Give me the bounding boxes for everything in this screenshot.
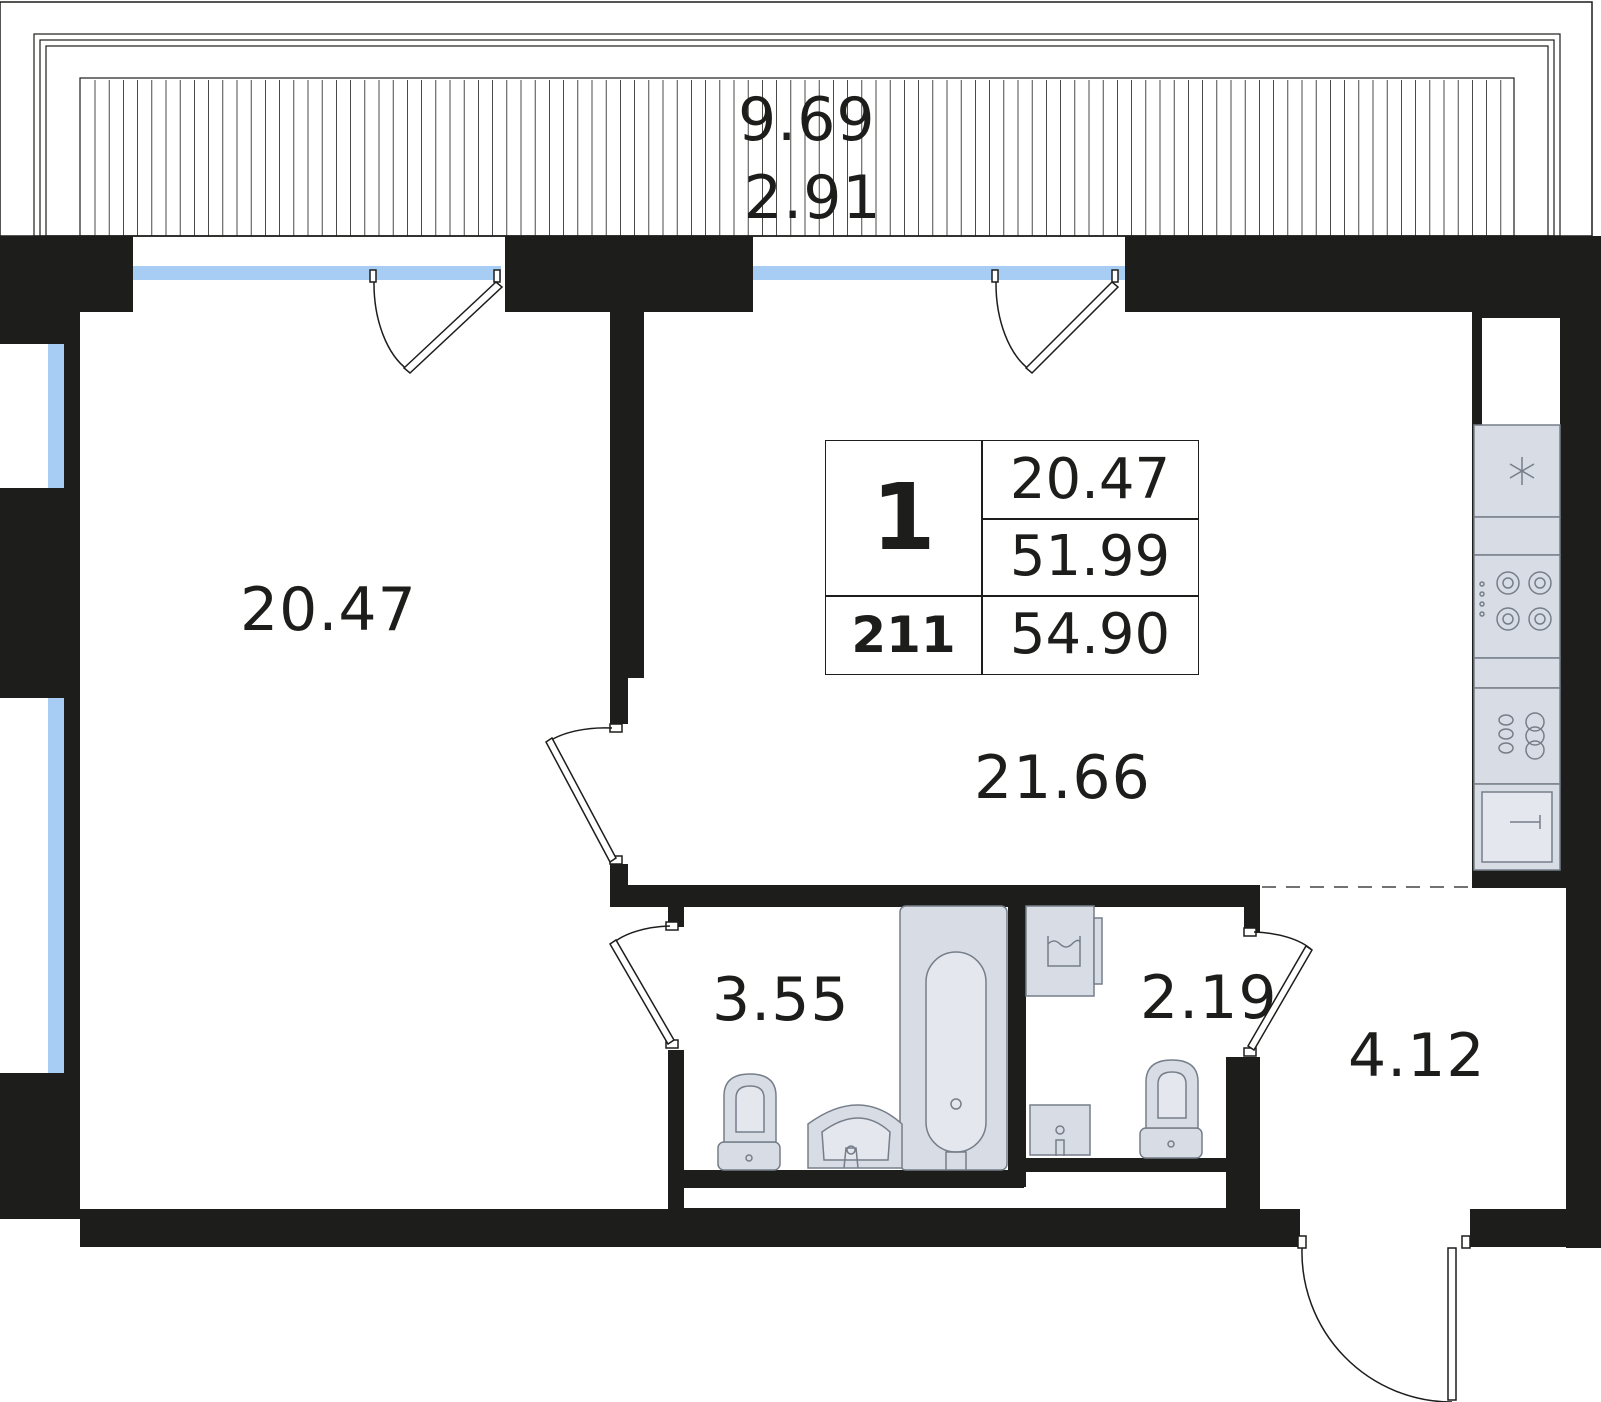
wall-top-left bbox=[0, 236, 133, 312]
wall-right bbox=[1566, 236, 1601, 1248]
wall-top-middle bbox=[505, 236, 753, 312]
wall-left-pier bbox=[0, 488, 80, 698]
kitchen-fixtures bbox=[1473, 424, 1561, 871]
room-area-living-kitchen: 21.66 bbox=[974, 743, 1151, 813]
wall-bath-toilet bbox=[1008, 907, 1026, 1187]
bathroom-fixtures bbox=[717, 905, 1008, 1171]
toilet-fixtures bbox=[1025, 905, 1203, 1159]
balcony-decking bbox=[94, 80, 1502, 236]
room-area-hallway: 4.12 bbox=[1348, 1021, 1486, 1091]
balcony bbox=[0, 1, 1593, 237]
wall-bath-bottom bbox=[684, 1170, 1024, 1188]
snowflake-icon bbox=[1509, 457, 1535, 485]
window-left-lower bbox=[48, 695, 64, 1075]
wall-left-jamb bbox=[48, 312, 80, 342]
window-left-upper bbox=[48, 340, 64, 490]
rooms-count: 1 bbox=[871, 464, 936, 571]
burner-icon bbox=[1479, 571, 1552, 631]
wall-top-right bbox=[1125, 236, 1601, 312]
wall-toilet-bottom bbox=[1026, 1158, 1226, 1172]
stove bbox=[1473, 554, 1561, 659]
wall-partition-upper bbox=[610, 312, 644, 678]
window-bedroom-top bbox=[133, 266, 501, 280]
door-bedroom-balcony bbox=[369, 269, 504, 375]
windows bbox=[48, 266, 1125, 1075]
wall-left-lower bbox=[0, 1073, 80, 1219]
wall-bath-left bbox=[668, 1050, 684, 1210]
dishwasher bbox=[1473, 687, 1561, 785]
door-entrance bbox=[1297, 1235, 1471, 1402]
fridge bbox=[1473, 424, 1561, 518]
room-area-bedroom: 20.47 bbox=[240, 575, 417, 645]
total-area: 51.99 bbox=[1009, 524, 1171, 589]
toilet-bowl bbox=[1139, 1059, 1203, 1159]
door-bathroom bbox=[608, 921, 679, 1049]
living-area: 20.47 bbox=[1009, 446, 1171, 512]
door-toilet bbox=[1243, 927, 1314, 1057]
toilet-washbasin bbox=[1029, 1104, 1091, 1156]
wall-toilet-right bbox=[1226, 1057, 1260, 1209]
door-living-balcony bbox=[991, 269, 1120, 375]
window-living-top bbox=[753, 266, 1125, 280]
apartment-number: 211 bbox=[851, 606, 956, 664]
wall-bottom-right bbox=[1470, 1209, 1601, 1247]
walls bbox=[0, 236, 1601, 1402]
door-living-bedroom bbox=[545, 723, 623, 865]
dishwasher-icon bbox=[1498, 712, 1545, 760]
room-area-bathroom: 3.55 bbox=[712, 965, 850, 1035]
counter-segment bbox=[1473, 657, 1561, 689]
water-heater bbox=[1025, 905, 1095, 997]
wall-wet-top bbox=[610, 885, 1260, 907]
total-with-balcony: 54.90 bbox=[1009, 602, 1171, 667]
room-area-toilet: 2.19 bbox=[1140, 963, 1278, 1033]
apartment-info-box: 1 20.47 51.99 211 54.90 bbox=[825, 440, 1199, 675]
balcony-area-label-secondary: 2.91 bbox=[744, 163, 882, 233]
toilet-bathroom bbox=[717, 1073, 781, 1171]
doors bbox=[369, 269, 1471, 1402]
wall-left-frame-bottom bbox=[64, 695, 80, 1077]
wall-left-frame-top bbox=[64, 342, 80, 492]
counter-segment bbox=[1473, 516, 1561, 556]
balcony-area-label: 9.69 bbox=[738, 85, 876, 155]
wall-bottom-left bbox=[80, 1209, 1300, 1247]
